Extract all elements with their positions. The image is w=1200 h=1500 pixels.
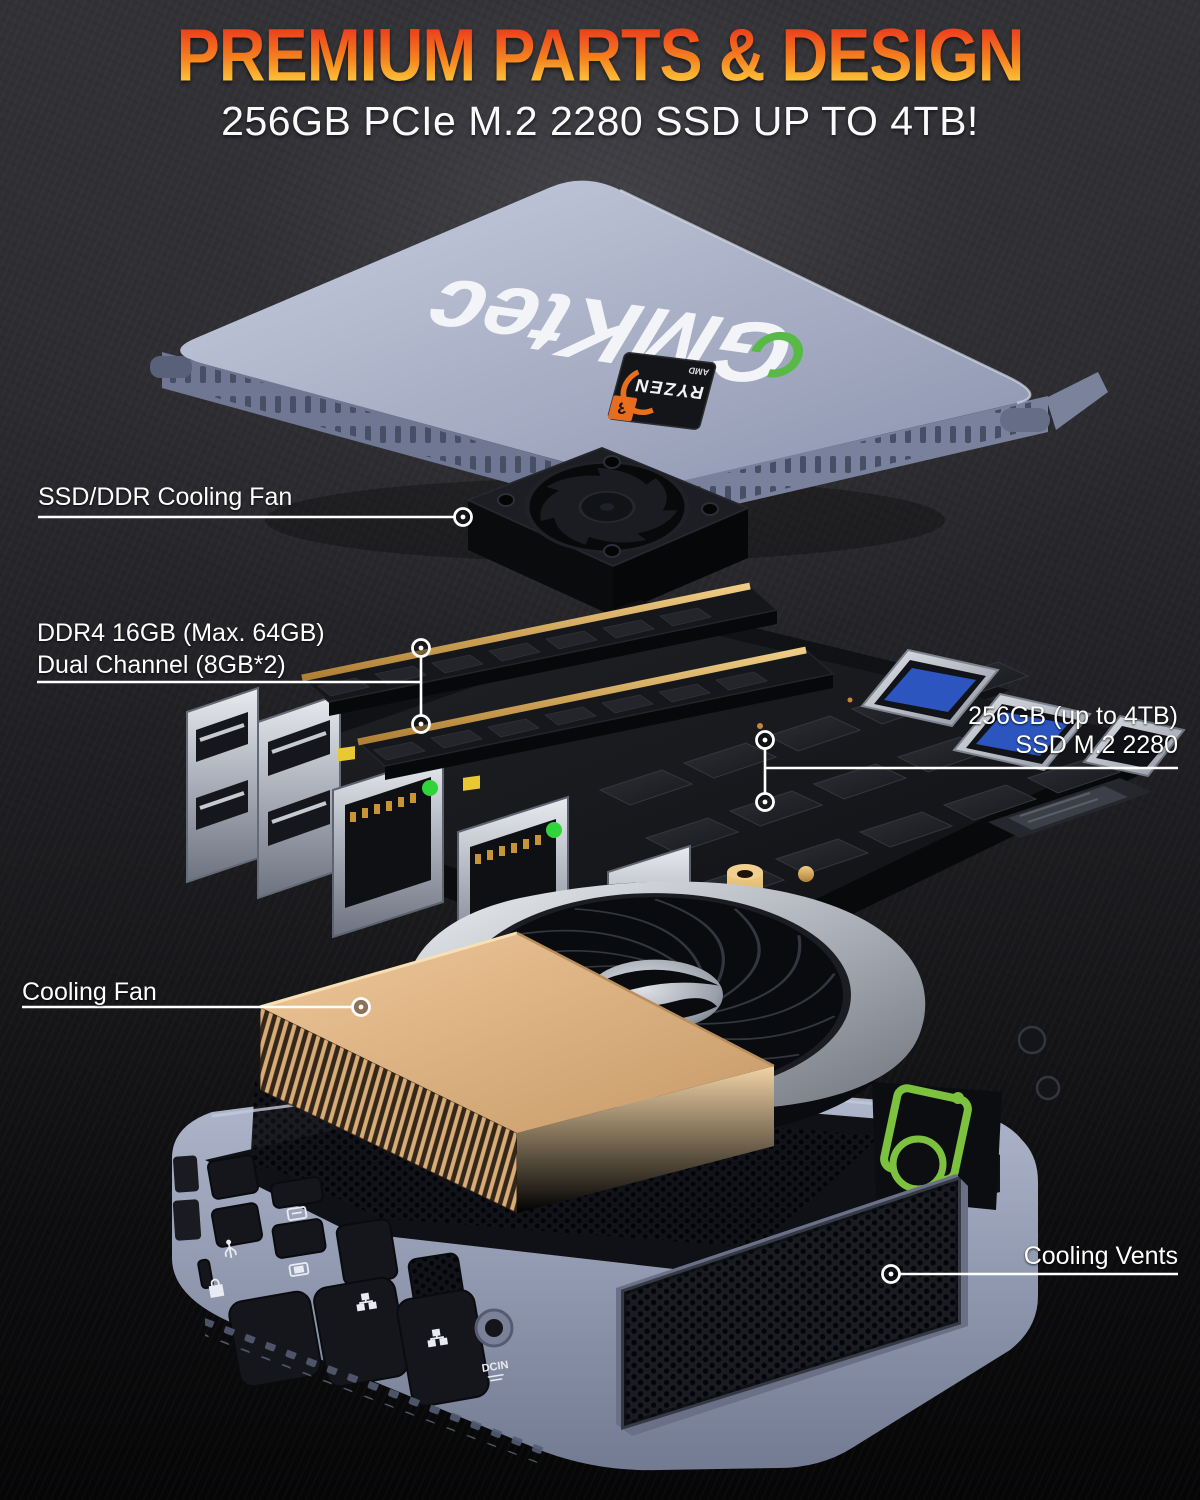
usb3-ports-rear <box>860 648 1092 772</box>
callout-leaders <box>22 515 1178 1276</box>
callout-ram-label: DDR4 16GB (Max. 64GB) Dual Channel (8GB*… <box>37 617 325 681</box>
kensington-lock-slot <box>197 1258 214 1290</box>
fan-rotor <box>524 460 690 554</box>
cooling-vent-mesh <box>616 1174 968 1436</box>
callout-ssd-fan-label: SSD/DDR Cooling Fan <box>38 481 292 513</box>
fan-screw-holes <box>497 455 719 558</box>
heatsink-fins <box>260 1007 517 1213</box>
ethernet-cutout <box>335 1218 399 1286</box>
m2-ssd-module <box>988 778 1152 838</box>
dc-jack <box>474 1308 514 1348</box>
ethernet-led-green <box>422 780 438 796</box>
ethernet-icon <box>427 1328 449 1348</box>
callout-cpu-fan-label: Cooling Fan <box>22 976 157 1008</box>
usb3-icon <box>224 1239 237 1259</box>
standoff-screw <box>1035 1075 1061 1101</box>
ethernet-led-yellow <box>338 746 355 762</box>
page-title: PREMIUM PARTS & DESIGN <box>176 13 1025 97</box>
standoff-screw <box>1017 1025 1047 1055</box>
svg-text:AMD: AMD <box>687 365 710 377</box>
callout-text: Dual Channel (8GB*2) <box>37 651 286 679</box>
brass-standoff <box>798 866 814 882</box>
callout-text: 256GB (up to 4TB) <box>968 702 1178 730</box>
heatsink-top <box>260 933 774 1133</box>
leader-line-ssd <box>763 748 1178 794</box>
callout-text: SSD/DDR Cooling Fan <box>38 483 293 511</box>
lock-icon <box>208 1278 225 1298</box>
callout-text: DDR4 16GB (Max. 64GB) <box>37 619 325 647</box>
callout-text: Cooling Fan <box>22 978 157 1006</box>
green-fan-bracket <box>872 1082 1002 1210</box>
ethernet-icon <box>356 1292 378 1312</box>
lid-top-face <box>180 180 1031 483</box>
usb-port-stack <box>186 686 341 900</box>
usb-port-cutout <box>207 1154 259 1200</box>
hdmi-cutout <box>270 1176 324 1209</box>
ethernet-port-1 <box>332 746 444 939</box>
displayport-icon <box>288 1262 310 1277</box>
header: PREMIUM PARTS & DESIGN 256GB PCIe M.2 22… <box>0 18 1200 145</box>
page-subtitle: 256GB PCIe M.2 2280 SSD UP TO 4TB! <box>221 98 979 144</box>
ram-module-2 <box>356 646 835 780</box>
callout-ssd-label: 256GB (up to 4TB) SSD M.2 2280 <box>968 702 1178 760</box>
displayport-cutout <box>271 1218 327 1259</box>
dcin-label: DCIN <box>481 1359 509 1375</box>
hdmi-port-rear <box>1082 714 1186 778</box>
ryzen-sticker: 3 RYZEN AMD <box>607 352 717 430</box>
leader-line-ram <box>37 656 423 716</box>
copper-heatsink <box>259 931 775 1215</box>
callout-text: Cooling Vents <box>1023 1242 1178 1270</box>
callout-text: SSD M.2 2280 <box>1015 731 1178 759</box>
ssd-ddr-fan <box>467 447 749 616</box>
callout-vents-label: Cooling Vents <box>1024 1240 1178 1272</box>
usb-port-cutout <box>211 1202 263 1248</box>
callout-markers <box>351 507 901 1284</box>
hdmi-icon <box>286 1206 308 1221</box>
